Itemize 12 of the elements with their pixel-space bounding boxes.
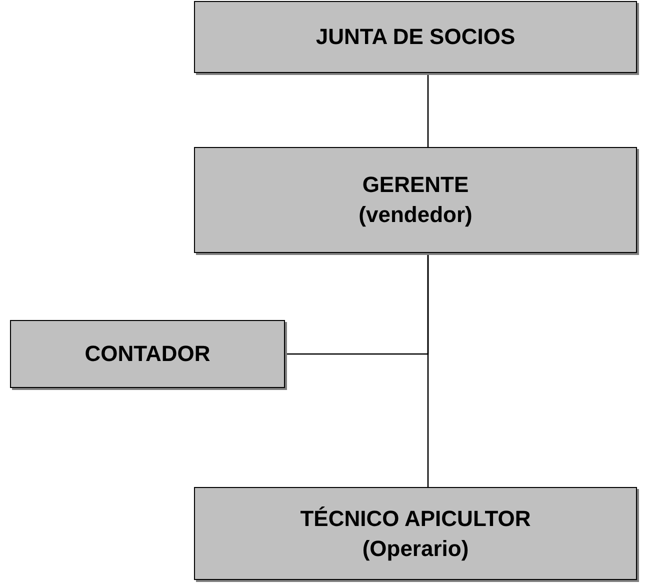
role-title: TÉCNICO APICULTOR [300,504,531,532]
connector-line [427,73,429,147]
org-box [194,1,637,73]
role-subtitle: (Operario) [362,534,469,563]
connector-line [427,253,429,487]
role-title: JUNTA DE SOCIOS [316,23,516,51]
role-title: CONTADOR [84,340,210,368]
role-subtitle: (vendedor) [358,201,472,229]
org-box [10,320,285,388]
org-box [194,147,637,253]
org-box [194,487,637,580]
role-title: GERENTE [362,171,469,199]
